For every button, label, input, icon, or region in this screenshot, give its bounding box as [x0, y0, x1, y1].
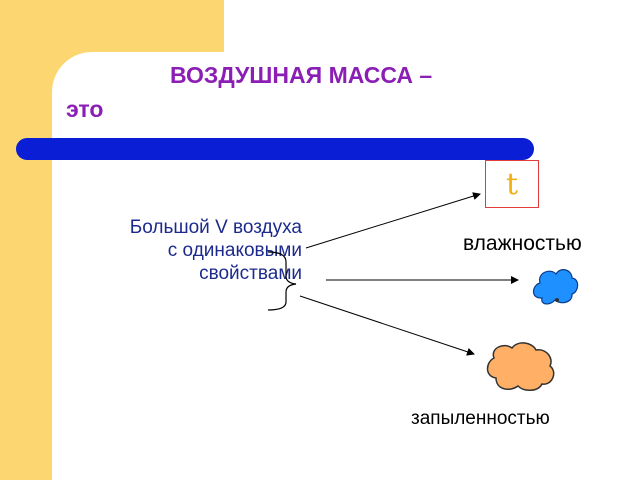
- thermometer-icon: t: [485, 160, 539, 208]
- definition-line-1: Большой V воздуха: [129, 217, 302, 238]
- curly-brace: [267, 251, 297, 311]
- definition-line-2: с одинаковыми: [167, 240, 302, 261]
- water-drop-cloud-icon: [532, 269, 579, 305]
- dust-label: запыленностью: [411, 408, 550, 429]
- slide-title: ВОЗДУШНАЯ МАССА –: [170, 62, 433, 88]
- title-underline-bar: [16, 138, 534, 160]
- arrow-to-temperature: [305, 192, 481, 249]
- definition-text: Большой V воздуха с одинаковыми свойства…: [62, 216, 302, 285]
- arrow-to-dust: [299, 295, 475, 356]
- content-panel: [52, 52, 640, 480]
- humidity-label: влажностью: [463, 232, 582, 255]
- definition-line-3: свойствами: [199, 263, 302, 284]
- dust-cloud-icon: [486, 342, 555, 391]
- slide-title-continuation: это: [66, 96, 104, 122]
- temperature-symbol: t: [505, 166, 519, 202]
